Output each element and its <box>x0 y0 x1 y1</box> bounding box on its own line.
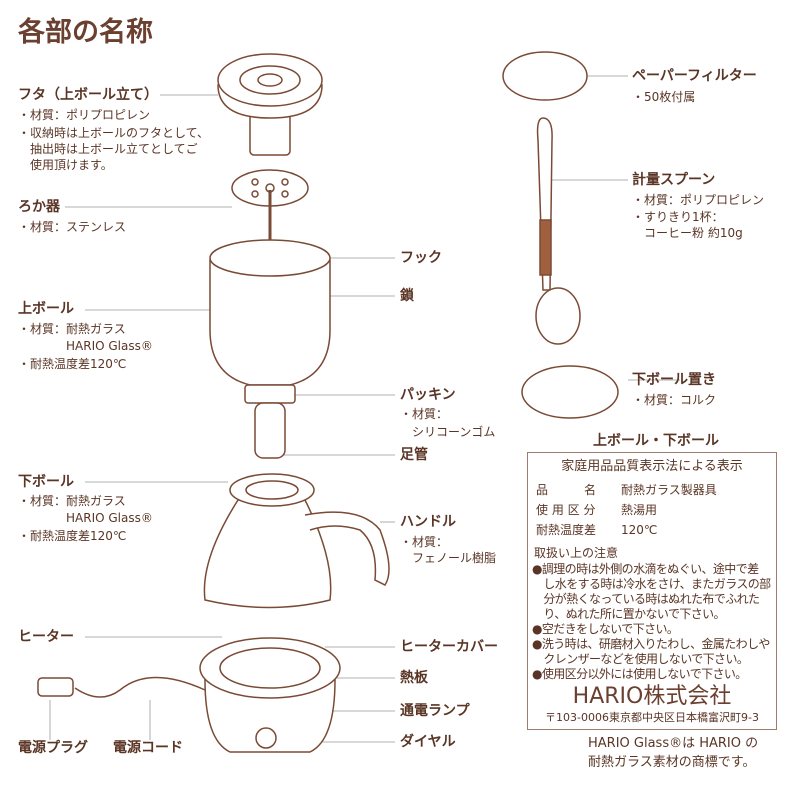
box-title: 家庭用品品質表示法による表示 <box>561 459 743 474</box>
lid-note: 抽出時は上ボール立てとしてご <box>18 142 198 156</box>
company-address: 〒103-0006東京都中央区日本橋富沢町9-3 <box>545 711 759 724</box>
row-label: 品 名 <box>536 483 597 497</box>
label-lid: フタ（上ボール立て） <box>18 87 158 103</box>
caution-line: ●調理の時は外側の水滴をぬぐい、途中で差 <box>532 562 759 576</box>
spoon-note: コーヒー粉 約10g <box>632 226 743 240</box>
label-heater-cover: ヒーターカバー <box>400 639 498 655</box>
label-hook: フック <box>400 250 442 266</box>
row-value: 耐熱ガラス製器具 <box>621 483 717 497</box>
label-stand: 下ボール置き <box>632 372 716 388</box>
label-packing: パッキン <box>400 387 456 403</box>
filter-material: ・材質：ステンレス <box>18 220 127 234</box>
caution-line: ●使用区分以外には使用しないで下さい。 <box>532 667 747 681</box>
caution-line: り、ぬれた所に置かないで下さい。 <box>532 607 725 621</box>
spoon-note: ・すりきり1杯： <box>632 210 724 224</box>
packing-material: ・材質： <box>400 407 449 421</box>
lid-note: 使用頂けます。 <box>18 158 113 172</box>
label-dial: ダイヤル <box>400 734 456 750</box>
label-plug: 電源プラグ <box>18 740 88 756</box>
caution-line: ●空だきをしないで下さい。 <box>532 622 679 636</box>
label-chain: 鎖 <box>400 288 414 304</box>
trademark-note: HARIO Glass®は HARIO の <box>588 736 759 751</box>
spoon-material: ・材質：ポリプロピレン <box>632 193 765 207</box>
handle-material: ・材質： <box>400 535 449 549</box>
label-heater: ヒーター <box>18 629 74 645</box>
caution-title: 取扱い上の注意 <box>534 546 619 560</box>
label-filter: ろか器 <box>18 199 60 215</box>
heater <box>37 637 341 753</box>
row-label: 耐熱温度差 <box>536 523 597 537</box>
packing-material: シリコーンゴム <box>400 425 496 439</box>
stand-material: ・材質：コルク <box>632 393 717 407</box>
caution-line: し水をする時は冷水をさけ、またガラスの部 <box>532 577 771 591</box>
label-upper-bowl: 上ボール <box>18 301 74 317</box>
caution-line: ●洗う時は、研磨材入りたわし、金属たわしや <box>532 637 770 651</box>
quality-label-box: 家庭用品品質表示法による表示 品 名 耐熱ガラス製器具 使 用 区 分 熱湯用 … <box>527 452 777 730</box>
label-cord: 電源コード <box>113 740 183 756</box>
paper-filter-count: ・50枚付属 <box>632 90 696 104</box>
paper-filter <box>502 51 588 101</box>
upper-material: HARIO Glass® <box>18 339 153 353</box>
leader-lines <box>49 75 680 743</box>
lower-temp: ・耐熱温度差120℃ <box>18 529 127 543</box>
lid-material: ・材質：ポリプロピレン <box>18 108 151 122</box>
row-label: 使 用 区 分 <box>536 503 596 517</box>
caution-line: 分が熱くなっている時はぬれた布でふれた <box>532 592 760 606</box>
cork-stand <box>521 365 619 419</box>
label-lamp: 通電ランプ <box>400 703 470 719</box>
label-tube: 足管 <box>400 447 428 463</box>
upper-bowl <box>209 239 331 459</box>
lid-note: ・収納時は上ボールのフタとして、 <box>18 126 210 140</box>
company-name: HARIO株式会社 <box>572 684 732 709</box>
row-value: 熱湯用 <box>621 503 658 517</box>
lower-bowl <box>203 473 390 609</box>
lower-material: ・材質：耐熱ガラス <box>18 494 126 508</box>
label-handle: ハンドル <box>400 514 456 530</box>
row-value: 120℃ <box>621 523 658 537</box>
upper-material: ・材質：耐熱ガラス <box>18 322 126 336</box>
caution-line: クレンザーなどを使用しないで下さい。 <box>532 652 749 666</box>
measuring-spoon <box>535 117 581 345</box>
label-lower-bowl: 下ボール <box>18 474 74 490</box>
upper-temp: ・耐熱温度差120℃ <box>18 357 127 371</box>
box-heading: 上ボール・下ボール <box>593 433 719 449</box>
trademark-note: 耐熱ガラス素材の商標です。 <box>588 755 756 770</box>
page-title: 各部の名称 <box>18 17 153 48</box>
lower-material: HARIO Glass® <box>18 511 153 525</box>
label-spoon: 計量スプーン <box>632 172 716 188</box>
lid <box>217 53 323 156</box>
label-paper-filter: ペーパーフィルター <box>632 68 757 84</box>
handle-material: フェノール樹脂 <box>400 551 497 565</box>
label-hot-plate: 熱板 <box>400 670 428 686</box>
